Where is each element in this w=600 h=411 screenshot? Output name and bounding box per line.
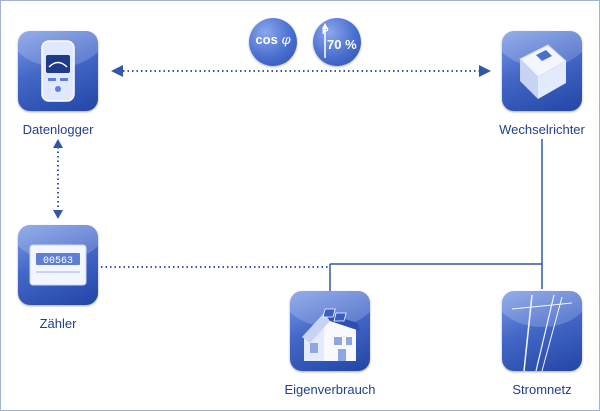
inverter-icon: [519, 44, 567, 99]
eigenverbrauch-label: Eigenverbrauch: [284, 382, 376, 397]
phi-symbol: φ: [281, 33, 291, 48]
zaehler-tile[interactable]: 00563: [18, 225, 98, 305]
power-limit-value: 70 %: [327, 37, 357, 52]
power-letter: P: [322, 26, 329, 37]
power-factor-text: cos φ: [249, 32, 297, 48]
datenlogger-label: Datenlogger: [22, 122, 94, 137]
eigenverbrauch-tile[interactable]: [290, 291, 370, 371]
power-limit-badge: P 70 %: [313, 18, 361, 66]
datalogger-device-icon: [41, 40, 75, 102]
stromnetz-tile[interactable]: [502, 291, 582, 371]
datenlogger-tile[interactable]: [18, 31, 98, 111]
arrow-left-icon: [111, 65, 123, 77]
arrow-down-icon: [53, 210, 63, 219]
arrow-up-icon: [53, 139, 63, 148]
power-pylon-icon: [511, 294, 573, 371]
zaehler-label: Zähler: [39, 316, 77, 331]
wechselrichter-label: Wechselrichter: [499, 122, 585, 137]
wechselrichter-tile[interactable]: [502, 31, 582, 111]
power-arrow-icon: [322, 23, 328, 58]
power-factor-badge: cos φ: [249, 18, 297, 66]
meter-icon: 00563: [29, 244, 87, 286]
stromnetz-label: Stromnetz: [512, 382, 572, 397]
meter-reading: 00563: [43, 256, 73, 267]
house-with-solar-icon: [302, 308, 360, 361]
arrow-right-icon: [479, 65, 491, 77]
cos-label: cos: [255, 32, 278, 47]
